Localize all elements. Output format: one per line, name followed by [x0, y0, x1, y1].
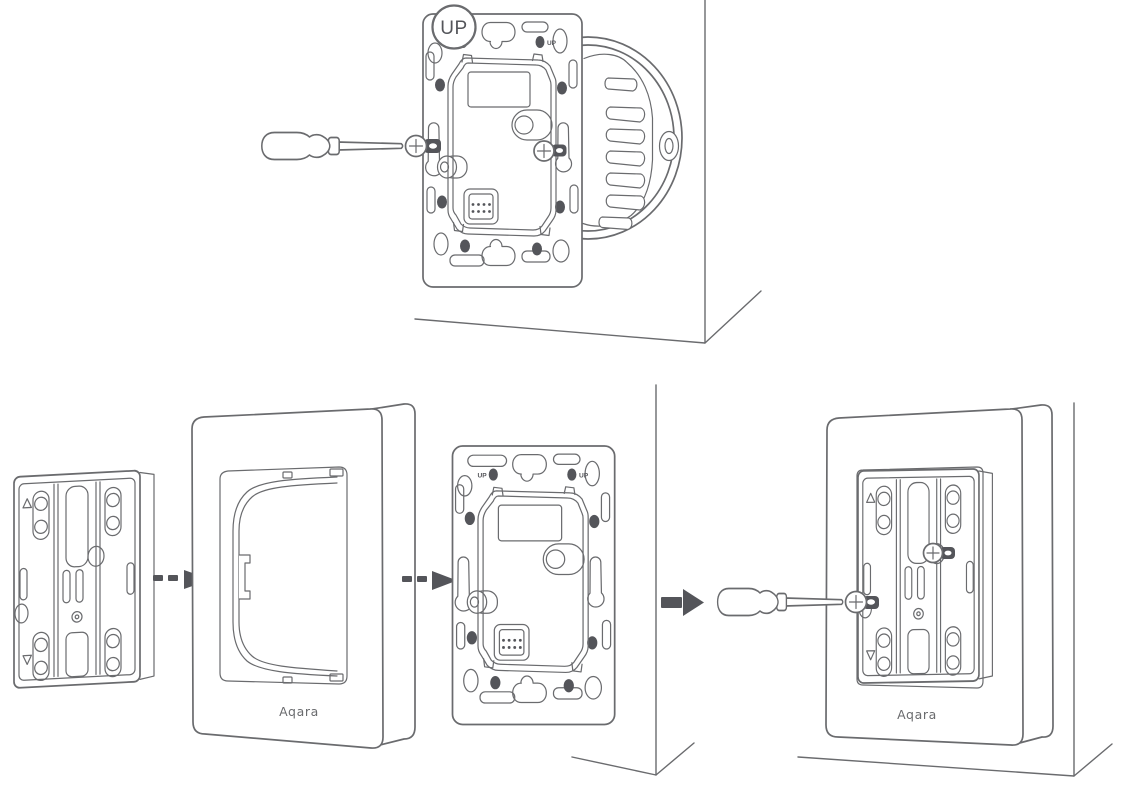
- up-badge-circle: [431, 4, 477, 50]
- wall-corner-top: [414, 0, 762, 344]
- up-badge-label: UP: [440, 18, 467, 39]
- arrow-head-icon: [432, 571, 457, 590]
- screwdriver-bottom: [716, 587, 844, 617]
- up-badge: UP: [431, 4, 477, 50]
- switch-module-back: [13, 468, 155, 689]
- wall-corner-bottom-right: [571, 384, 1113, 777]
- screw-lower-left: [844, 590, 879, 614]
- screwdriver-top: [260, 131, 404, 161]
- frame-opening: [219, 466, 348, 685]
- wall-box: [493, 36, 683, 240]
- screw-right: [533, 140, 567, 162]
- box-side-hole: [658, 130, 680, 162]
- decorative-frame: Aqara: [191, 403, 416, 749]
- mounted-switch-module: [857, 467, 994, 684]
- dashed-arrow-2: [402, 571, 457, 590]
- screw-left: [404, 134, 441, 158]
- mounting-plate-top: [404, 13, 583, 288]
- brand-logo-frame: Aqara: [279, 704, 319, 719]
- mounted-assembly: Aqara: [825, 404, 1054, 746]
- wall-box-fins: [598, 77, 646, 231]
- frame-front-face: [191, 408, 384, 749]
- screw-upper: [922, 542, 955, 564]
- brand-logo-mounted: Aqara: [897, 707, 937, 722]
- arrow-head-icon: [683, 589, 704, 616]
- mounting-plate-bottom: [451, 445, 616, 726]
- mounted-frame-opening: [856, 466, 984, 689]
- solid-arrow: [661, 589, 704, 616]
